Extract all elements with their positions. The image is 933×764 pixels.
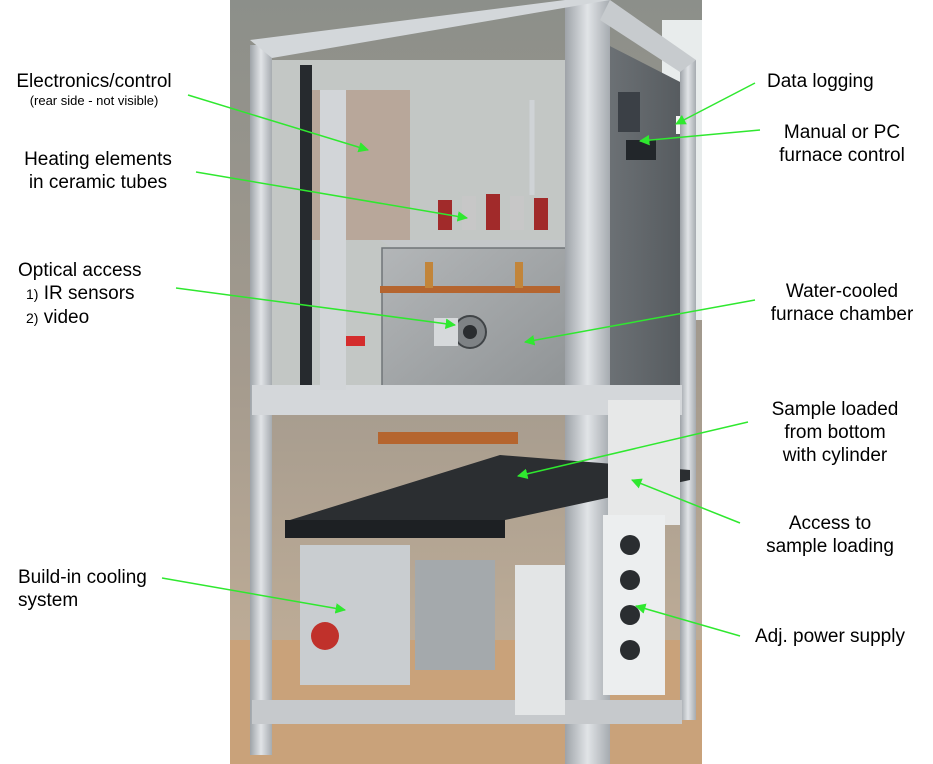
lower-section <box>285 400 690 715</box>
label-control-line2: furnace control <box>779 145 905 166</box>
side-panel <box>598 40 686 400</box>
label-chamber-line1: Water-cooled <box>785 281 899 302</box>
label-optical: Optical access 1) IR sensors 2) video <box>18 259 142 330</box>
label-access: Access to sample loading <box>745 512 915 558</box>
arrow-datalogging <box>675 82 756 125</box>
label-control-line1: Manual or PC <box>783 122 901 143</box>
arrow-cooling <box>161 577 347 614</box>
label-optical-num-2: 2) <box>26 310 39 326</box>
label-optical-text-2: video <box>43 307 90 328</box>
photo <box>230 0 702 764</box>
arrow-control <box>638 129 761 146</box>
label-access-line1: Access to <box>788 513 872 534</box>
control-unit <box>626 140 656 160</box>
label-chamber-line2: furnace chamber <box>770 304 914 325</box>
aluminium-frame <box>250 0 696 764</box>
label-optical-item-1: 1) IR sensors <box>18 282 142 306</box>
label-electronics-line1: Electronics/control <box>16 71 172 92</box>
label-heating-line2: in ceramic tubes <box>28 172 168 193</box>
label-optical-text-1: IR sensors <box>43 283 135 304</box>
label-sample: Sample loaded from bottom with cylinder <box>750 398 920 467</box>
sample-loading-window <box>608 400 680 525</box>
label-heating: Heating elements in ceramic tubes <box>0 148 196 194</box>
label-cooling-line1: Build-in cooling <box>18 567 147 588</box>
label-electronics-line2: (rear side - not visible) <box>29 93 159 108</box>
arrow-chamber <box>523 299 756 346</box>
label-optical-num-1: 1) <box>26 286 39 302</box>
label-power: Adj. power supply <box>755 625 905 648</box>
label-sample-line2: from bottom <box>784 422 886 443</box>
arrow-heating <box>195 171 469 222</box>
label-heating-line1: Heating elements <box>24 149 172 170</box>
power-supply <box>515 565 565 715</box>
annotation-arrows <box>161 82 761 637</box>
label-sample-line1: Sample loaded <box>771 399 899 420</box>
label-optical-line1: Optical access <box>18 260 142 281</box>
arrow-electronics <box>187 94 370 153</box>
label-cooling: Build-in cooling system <box>18 566 147 612</box>
arrow-power <box>634 603 741 637</box>
label-datalogging-line1: Data logging <box>767 71 874 92</box>
label-datalogging: Data logging <box>767 70 874 93</box>
data-logger <box>618 92 640 132</box>
label-chamber: Water-cooled furnace chamber <box>757 280 927 326</box>
label-cooling-line2: system <box>18 590 79 611</box>
label-power-line1: Adj. power supply <box>755 626 905 647</box>
cooling-unit <box>300 545 410 685</box>
label-control: Manual or PC furnace control <box>757 121 927 167</box>
arrow-access <box>631 478 741 524</box>
label-sample-line3: with cylinder <box>782 445 888 466</box>
label-electronics: Electronics/control (rear side - not vis… <box>0 70 188 109</box>
arrow-sample <box>516 421 749 479</box>
arrow-optical <box>175 287 457 329</box>
label-optical-item-2: 2) video <box>18 306 142 330</box>
label-access-line2: sample loading <box>766 536 894 557</box>
